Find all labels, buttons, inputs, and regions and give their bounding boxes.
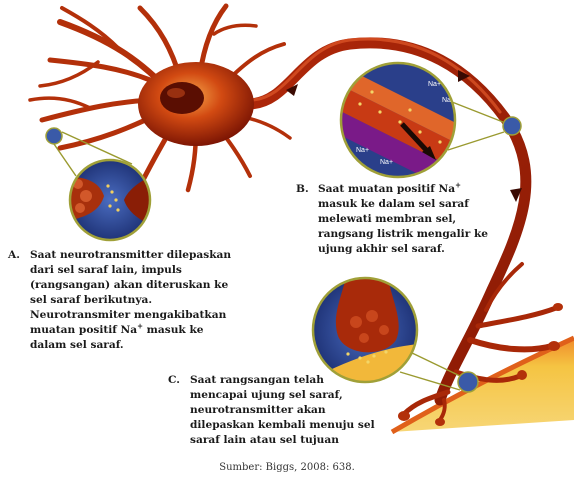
inset-b: Na+ Na+ Na+ Na+ — [339, 61, 457, 179]
source-credit: Sumber: Biggs, 2008: 638. — [219, 462, 355, 473]
inset-c — [311, 276, 419, 384]
caption-line: Saat rangsangan telah — [190, 374, 324, 386]
caption-line: Saat muatan positif Na+ — [318, 180, 461, 195]
caption-line: ujung akhir sel saraf. — [318, 243, 445, 255]
caption-label: B. — [296, 183, 309, 195]
caption-line: saraf lain atau sel tujuan — [190, 434, 339, 446]
na-ion-label: Na+ — [442, 97, 455, 104]
caption-line: rangsang listrik mengalir ke — [318, 228, 489, 240]
caption-line: dari sel saraf lain, impuls — [30, 264, 182, 276]
caption-line: dilepaskan kembali menuju sel — [190, 419, 375, 431]
marker-c — [457, 371, 479, 393]
caption-line: (rangsangan) akan diteruskan ke — [30, 279, 229, 291]
terminal-bulbs — [398, 303, 563, 426]
impulse-arrows — [286, 70, 522, 202]
caption-line: melewati membran sel, — [318, 213, 457, 225]
na-ion-label: Na+ — [428, 81, 441, 88]
axon-terminals — [401, 262, 559, 422]
nucleus — [160, 82, 204, 114]
caption-line: muatan positif Na+ masuk ke — [30, 321, 204, 336]
inset-connectors — [53, 101, 505, 391]
caption-line: dalam sel saraf. — [30, 339, 124, 351]
nucleus-highlight — [167, 88, 185, 98]
caption-line: sel saraf berikutnya. — [30, 294, 153, 306]
marker-b — [502, 116, 522, 136]
caption-c: C. Saat rangsangan telah mencapai ujung … — [168, 373, 375, 448]
marker-a — [45, 127, 63, 145]
na-ion-label: Na+ — [380, 159, 393, 166]
axon — [244, 37, 532, 406]
inset-a — [68, 158, 152, 242]
na-ion-label: Na+ — [356, 147, 369, 154]
caption-a: A. Saat neurotransmitter dilepaskan dari… — [8, 248, 232, 353]
caption-label: C. — [168, 374, 180, 386]
caption-line: neurotransmitter akan — [190, 404, 326, 416]
caption-label: A. — [8, 249, 20, 261]
caption-line: masuk ke dalam sel saraf — [318, 198, 469, 210]
caption-line: Neurotransmiter mengakibatkan — [30, 309, 227, 321]
caption-line: Saat neurotransmitter dilepaskan — [30, 249, 232, 261]
caption-b: B. Saat muatan positif Na+ masuk ke dala… — [296, 180, 489, 257]
caption-line: mencapai ujung sel saraf, — [190, 389, 343, 401]
